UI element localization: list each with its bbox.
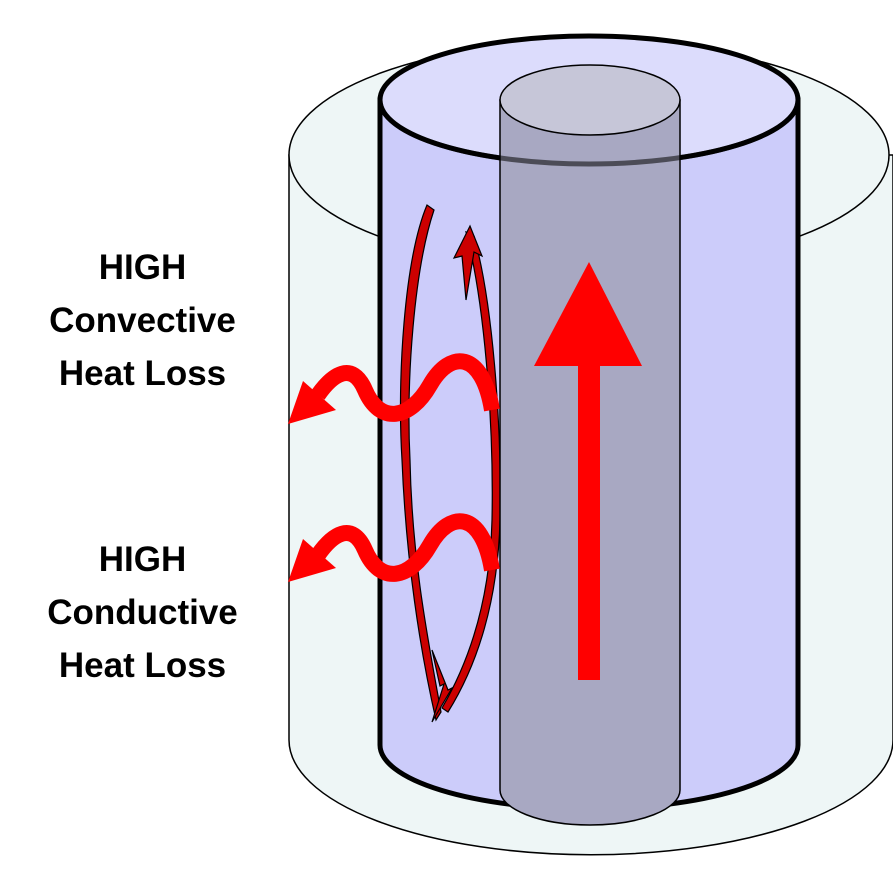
inner-pipe-top (499, 64, 681, 136)
convective-heat-loss-label: HIGH Convective Heat Loss (0, 241, 285, 400)
conductive-arrowhead (288, 539, 336, 582)
convective-arrowhead (288, 381, 336, 424)
convective-heat-loss-arrow (288, 353, 500, 424)
swirl-bottom-arrowhead (431, 649, 454, 723)
convective-label-line-1: HIGH (98, 248, 187, 287)
conductive-label-line-1: HIGH (98, 540, 187, 579)
flow-up-arrow (534, 262, 642, 680)
flow-up-arrow-head (534, 262, 642, 366)
convective-label-line-2: Convective (49, 301, 236, 340)
convective-wave (311, 353, 500, 422)
flow-up-arrow-shaft (578, 362, 600, 680)
middle-cylinder-front-rim (377, 99, 801, 167)
conductive-heat-loss-arrow (288, 513, 500, 582)
conductive-label-line-3: Heat Loss (58, 646, 227, 685)
convective-label-line-3: Heat Loss (58, 354, 227, 393)
conductive-wave (311, 513, 500, 582)
conductive-heat-loss-label: HIGH Conductive Heat Loss (0, 533, 285, 692)
conductive-label-line-2: Conductive (47, 593, 238, 632)
swirl-top-arrowhead (452, 224, 484, 301)
swirl-left-arc (399, 204, 442, 722)
